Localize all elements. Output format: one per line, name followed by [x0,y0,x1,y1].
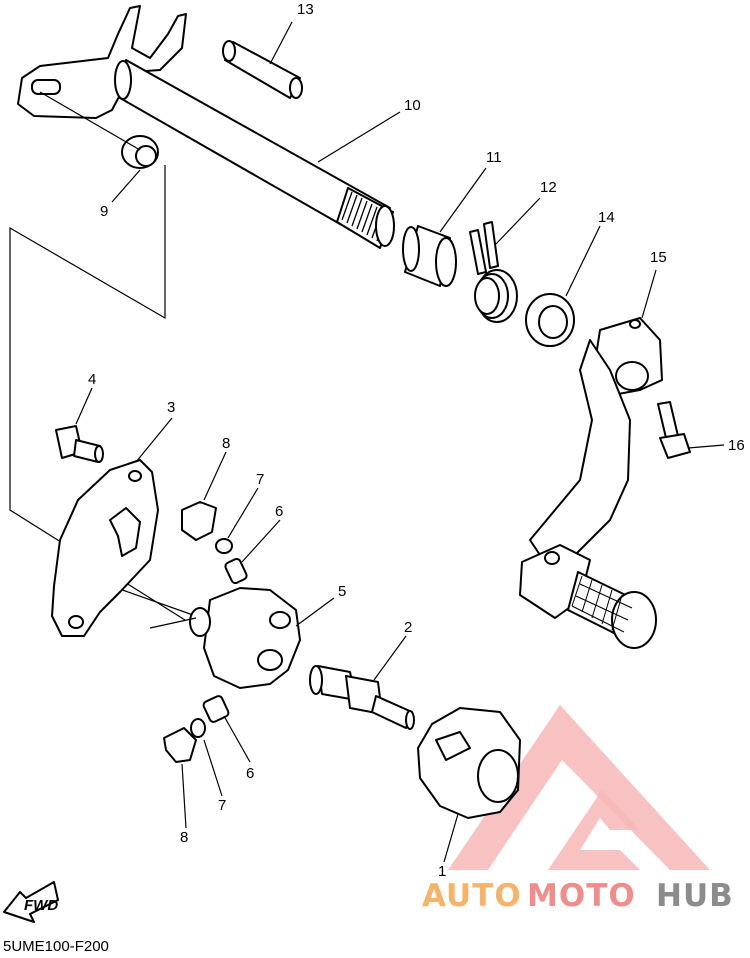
callout-7-upper: 7 [256,471,264,488]
callout-numbers: 13 10 9 11 12 14 15 4 3 16 8 7 6 5 2 6 7… [88,1,745,880]
part-6-spring-upper [224,557,248,585]
part-3-stopper-plate [51,459,159,637]
callout-1: 1 [438,863,446,880]
callout-3: 3 [167,399,175,416]
fwd-label: FWD [24,897,58,914]
callout-13: 13 [297,1,314,18]
callout-8-lower: 8 [180,829,188,846]
part-9-bushing [121,135,159,169]
part-1-segment [417,707,521,819]
diagram-code: 5UME100-F200 [3,938,109,955]
callout-8-upper: 8 [222,435,230,452]
callout-5: 5 [338,583,346,600]
part-5-shift-arm [189,587,301,689]
fwd-arrow-indicator: FWD [3,881,59,923]
callout-9: 9 [100,203,108,220]
callout-6-lower: 6 [246,765,254,782]
callout-2: 2 [404,619,412,636]
callout-14: 14 [598,209,615,226]
callout-12: 12 [540,179,557,196]
callout-16: 16 [728,437,745,454]
callout-11: 11 [486,149,502,166]
part-12-torsion-spring [469,221,518,323]
callout-15: 15 [650,249,667,266]
part-13-pin [222,40,303,99]
part-6-spring-lower [202,695,230,723]
watermark-moto: MOTO [527,878,636,914]
callout-4: 4 [88,371,96,388]
part-11-collar [402,225,457,287]
callout-6-upper: 6 [275,503,283,520]
part-16-pedal-bolt [657,401,691,459]
part-7-pin-lower [190,718,206,738]
watermark-auto: AUTO [422,878,522,914]
watermark-logo: AUTO MOTO HUB [422,705,734,914]
leader-lines [39,21,725,863]
callout-7-lower: 7 [218,797,226,814]
part-10-shift-shaft [17,5,395,249]
callout-10: 10 [404,97,421,114]
part-15-shift-pedal [519,317,663,649]
part-4-bolt [55,425,104,463]
part-8-stopper-upper [181,501,217,541]
watermark-hub: HUB [656,878,734,914]
part-8-stopper-lower [163,727,197,763]
part-14-oil-seal [525,293,575,347]
part-7-pin-upper [215,538,233,554]
part-2-collar-bolt [309,665,415,730]
